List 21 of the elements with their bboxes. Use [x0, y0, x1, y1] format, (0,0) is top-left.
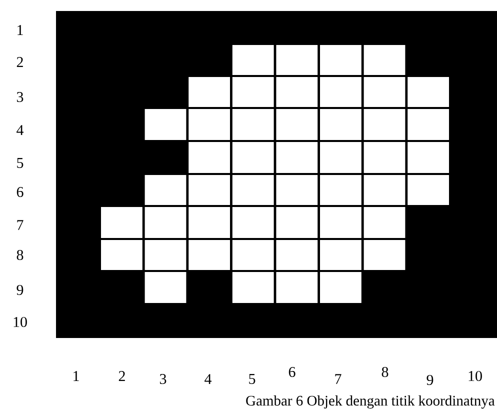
caption: Gambar 6 Objek dengan titik koordinatnya: [246, 395, 495, 409]
column-number: 5: [249, 374, 256, 384]
row-number: 2: [16, 57, 23, 67]
row-number: 7: [17, 220, 24, 230]
column-number: 9: [426, 374, 434, 386]
row-number: 9: [16, 284, 24, 296]
row-number: 6: [16, 186, 24, 198]
row-number: 8: [16, 250, 24, 260]
column-number: 4: [204, 374, 212, 384]
column-number: 7: [335, 374, 342, 384]
column-number: 8: [382, 366, 388, 378]
column-number: 10: [468, 370, 482, 382]
column-number: 3: [160, 374, 166, 384]
row-number: 4: [16, 125, 24, 135]
column-number: 6: [288, 366, 296, 378]
row-number: 3: [16, 92, 24, 102]
row-number: 5: [17, 158, 24, 168]
column-number: 2: [118, 371, 125, 381]
row-number: 1: [18, 25, 23, 35]
column-number: 1: [74, 371, 79, 381]
row-number: 10: [14, 316, 27, 328]
